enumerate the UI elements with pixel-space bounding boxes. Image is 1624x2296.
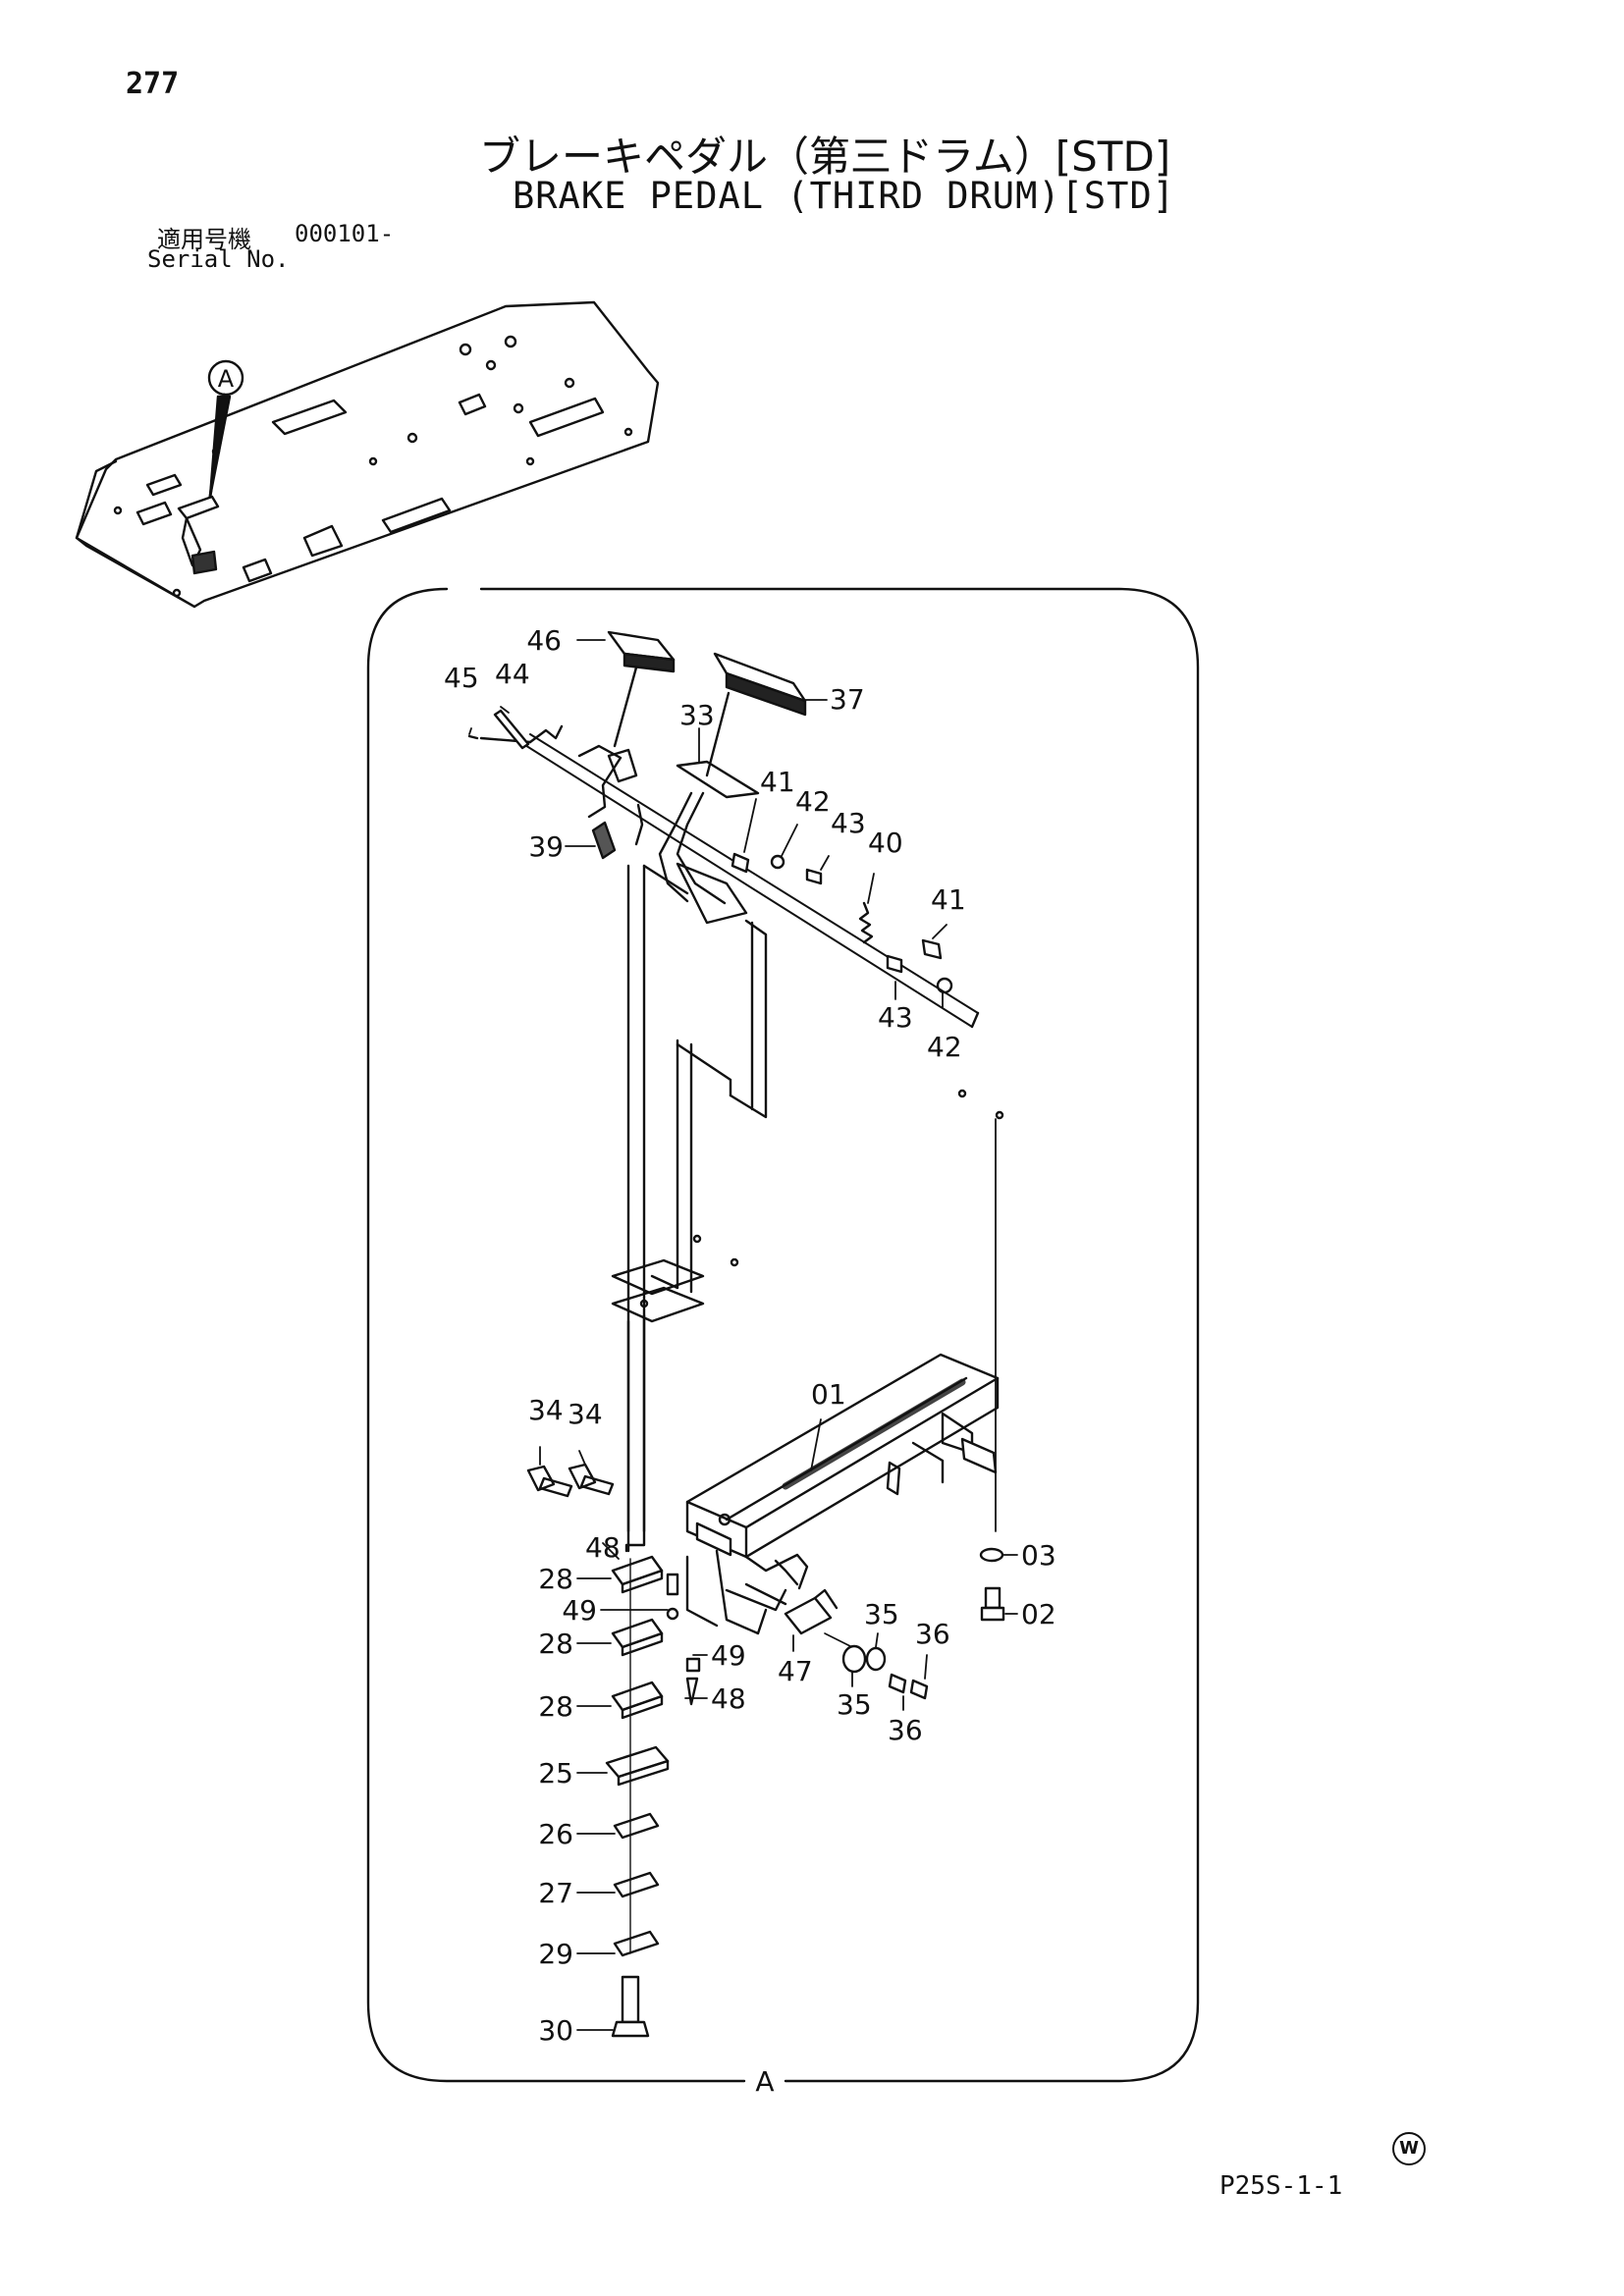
serial-label-english: Serial No.	[147, 245, 290, 273]
callout-29: 29	[538, 1938, 573, 1970]
callout-41-lower: 41	[931, 883, 966, 916]
callout-49-lower: 49	[711, 1639, 746, 1672]
callout-34-right: 34	[568, 1398, 603, 1430]
callout-44: 44	[495, 658, 530, 690]
overview-callout-circle	[207, 359, 244, 397]
bracket-47-group	[784, 1588, 929, 1700]
callout-48-upper: 48	[585, 1531, 621, 1564]
serial-number-value: 000101-	[295, 220, 395, 247]
callout-48-lower: 48	[711, 1682, 746, 1715]
callout-25: 25	[538, 1757, 573, 1789]
callout-02: 02	[1021, 1598, 1056, 1630]
shim-stack	[605, 1555, 670, 2038]
callout-45: 45	[444, 662, 479, 694]
callout-labels: 46 37 45 44 33 41 42 43 40 41 39 43 42 0…	[444, 624, 1056, 2098]
linkage-rod	[611, 864, 1004, 1553]
callout-03: 03	[1021, 1539, 1056, 1572]
callout-26: 26	[538, 1818, 573, 1850]
callout-36-upper: 36	[915, 1618, 950, 1650]
page-number: 277	[126, 67, 180, 101]
page-title-english: BRAKE PEDAL (THIRD DRUM)[STD]	[513, 175, 1176, 217]
callout-47: 47	[778, 1655, 813, 1687]
callout-49-upper: 49	[562, 1594, 597, 1627]
callout-42-upper: 42	[795, 785, 831, 818]
w-mark-icon: W	[1392, 2132, 1426, 2165]
callout-43-lower: 43	[878, 1001, 913, 1034]
callout-27: 27	[538, 1877, 573, 1909]
pedal-assembly	[467, 630, 980, 1029]
small-parts-48-49	[666, 1573, 701, 1706]
serial-label-japanese: 適用号機	[157, 226, 251, 253]
leader-lines	[468, 639, 1018, 2031]
right-fasteners	[979, 1547, 1005, 1622]
callout-33: 33	[679, 699, 715, 731]
callout-41-upper: 41	[760, 766, 795, 798]
callout-35-lower: 35	[837, 1688, 872, 1721]
floor-plate-overview	[75, 300, 660, 609]
callout-28-middle: 28	[538, 1628, 573, 1660]
callout-46: 46	[526, 624, 562, 657]
page-title-japanese: ブレーキペダル（第三ドラム）[STD]	[479, 133, 1171, 181]
callout-01: 01	[811, 1378, 846, 1411]
drawing-code: P25S-1-1	[1219, 2171, 1343, 2201]
main-bracket	[685, 1353, 1000, 1635]
detail-view-frame	[366, 587, 1200, 2083]
callout-36-lower: 36	[888, 1714, 923, 1746]
callout-30: 30	[538, 2014, 573, 2047]
callout-43-upper: 43	[831, 807, 866, 839]
callout-28-bottom: 28	[538, 1690, 573, 1723]
callout-37: 37	[830, 683, 865, 716]
detail-view-label: A	[755, 2065, 774, 2098]
callout-42-lower: 42	[927, 1031, 962, 1063]
callout-35-upper: 35	[864, 1598, 899, 1630]
fasteners-34	[526, 1463, 615, 1498]
overview-callout-label: A	[218, 365, 235, 393]
callout-40: 40	[868, 827, 903, 859]
callout-39: 39	[528, 830, 564, 863]
callout-28-top: 28	[538, 1563, 573, 1595]
callout-34-left: 34	[528, 1394, 564, 1426]
